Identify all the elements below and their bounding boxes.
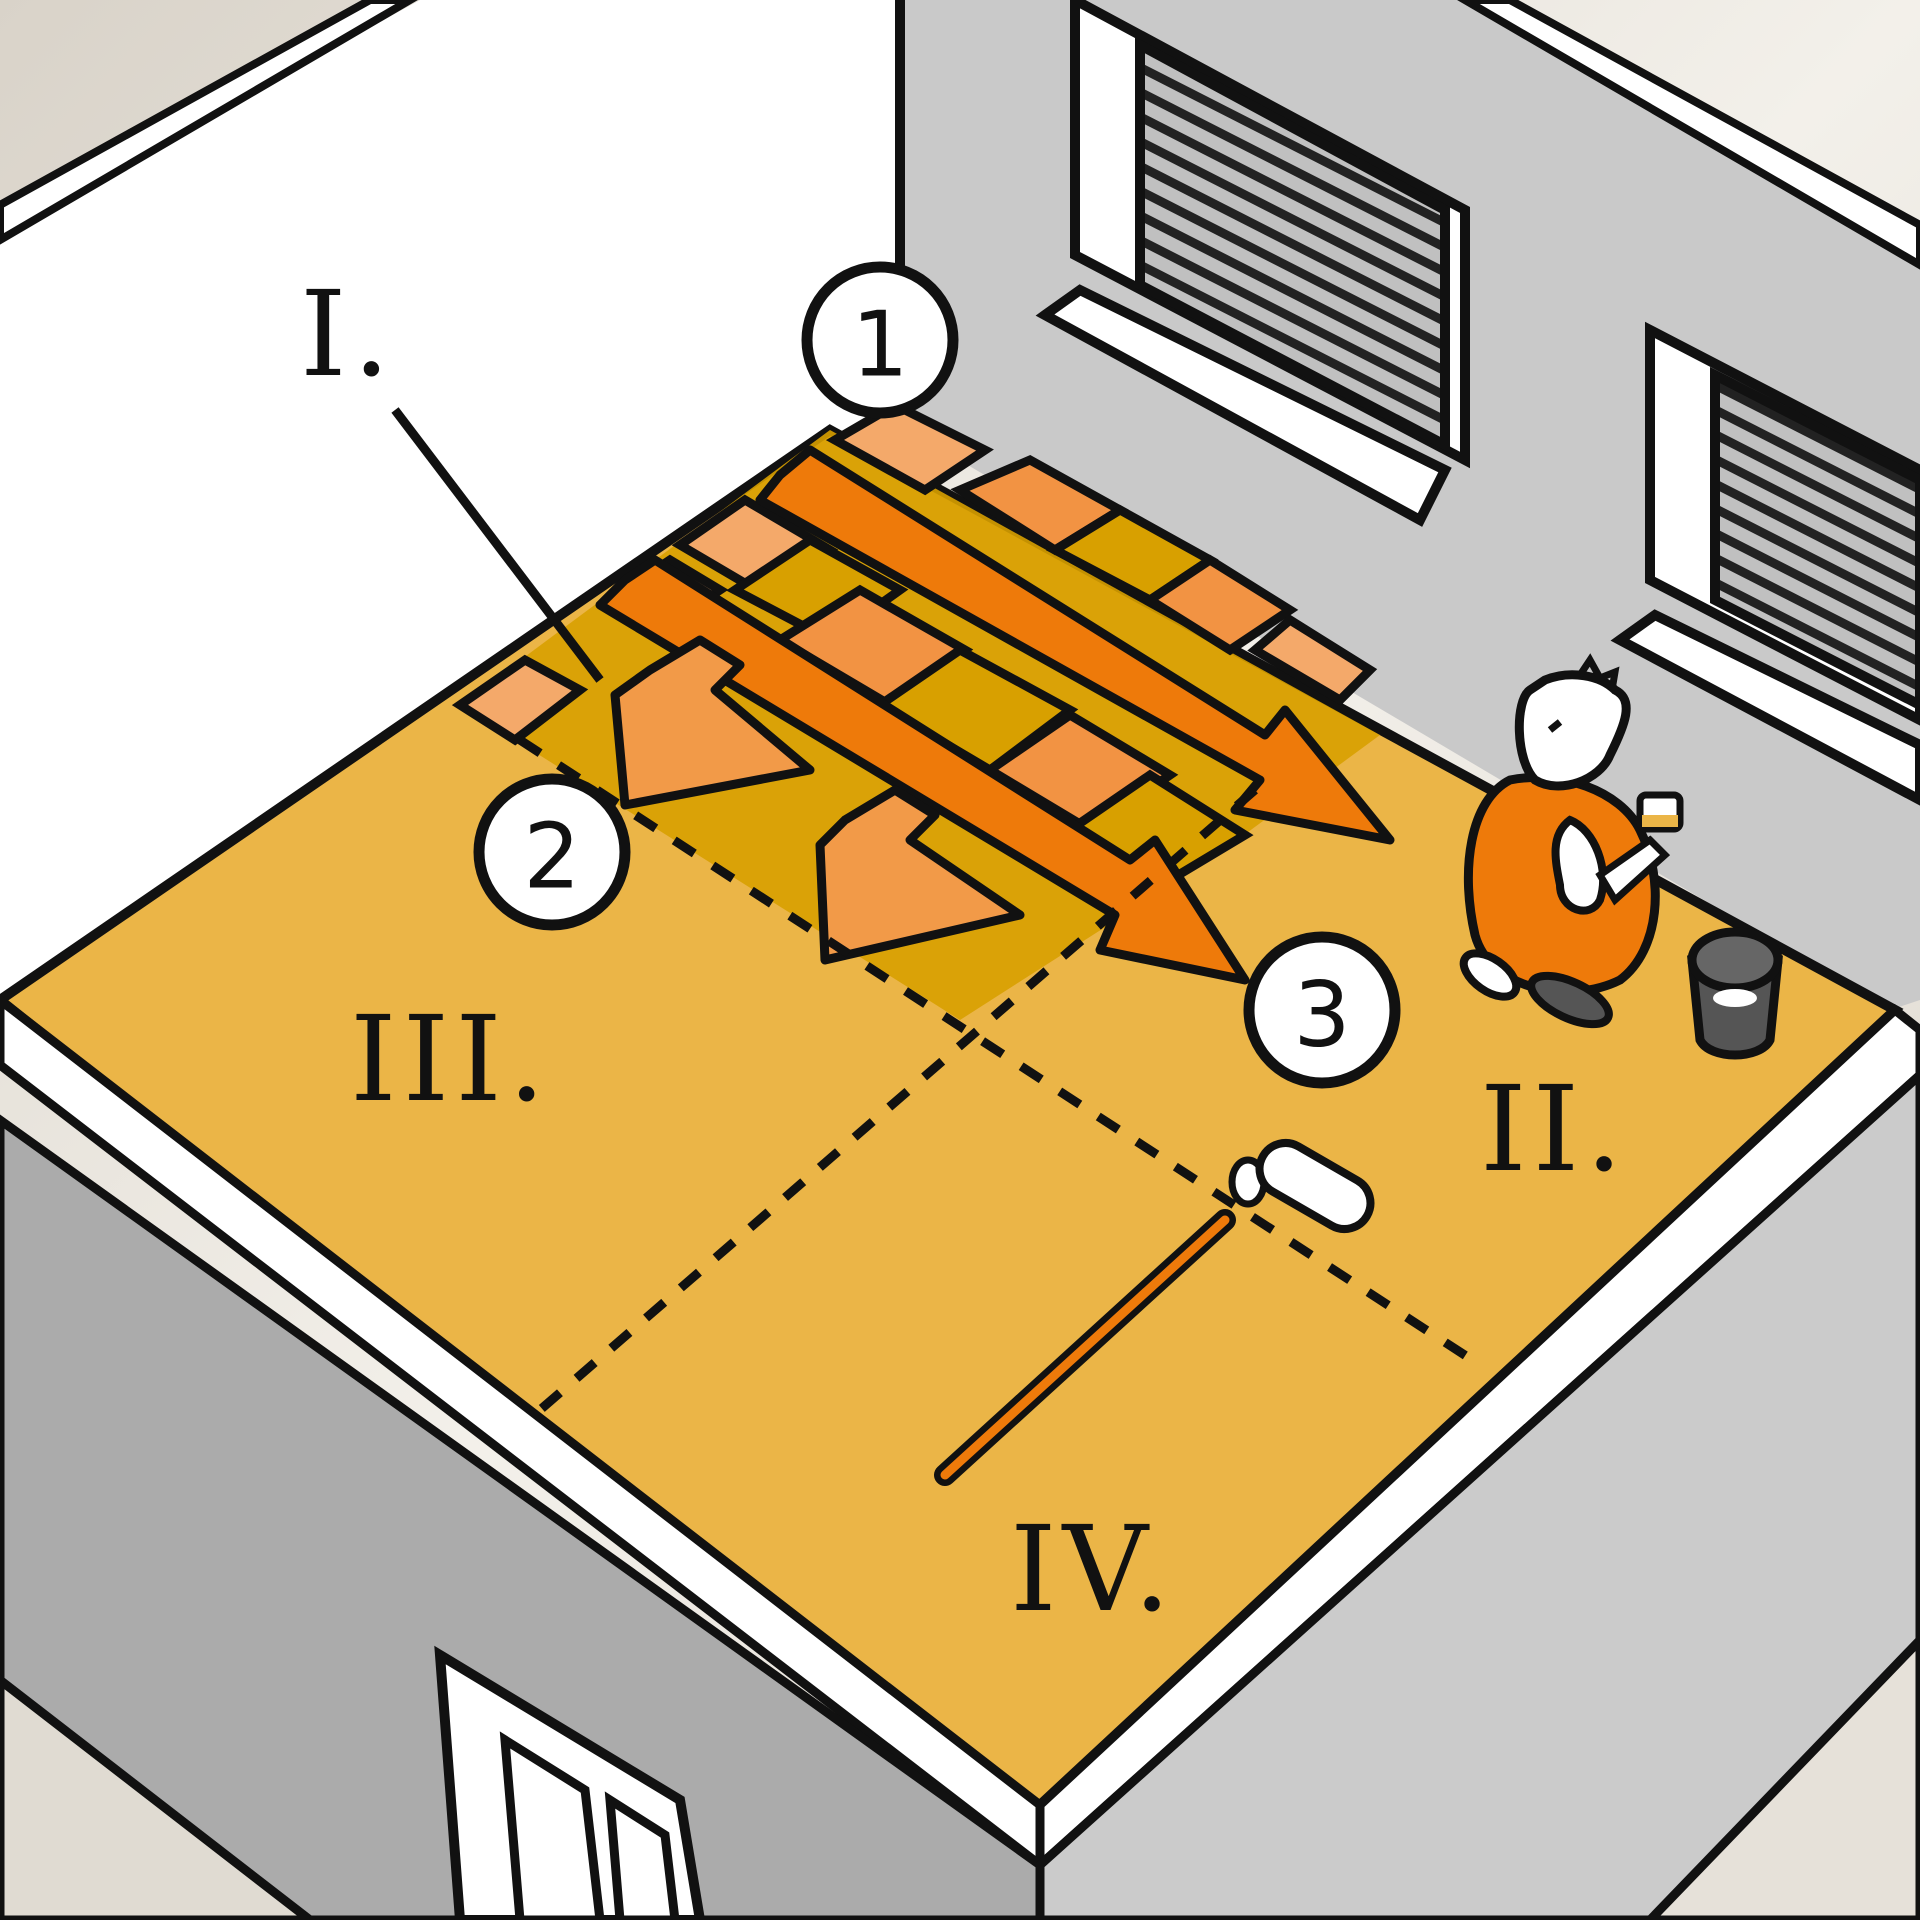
right-wall-top-rim (1457, 0, 1920, 270)
window-1 (1035, 0, 1470, 527)
ground-right (1643, 1633, 1920, 1920)
section-label-I: I. (300, 265, 396, 403)
step-marker-1: 1 (801, 261, 959, 419)
step-marker-2: 2 (473, 773, 631, 931)
step-number-3: 3 (1293, 963, 1350, 1068)
section-label-II: II. (1480, 1060, 1629, 1198)
section-label-IV: IV. (1010, 1500, 1177, 1638)
window-2 (1610, 321, 1920, 806)
paint-roller (934, 1139, 1375, 1486)
window-1-sill (1035, 284, 1452, 527)
left-inner-wall (0, 0, 900, 1000)
front-left-wall-face (0, 1114, 1045, 1920)
arrow-row-2 (595, 555, 1250, 985)
step-marker-3: 3 (1243, 931, 1401, 1089)
step-number-2: 2 (523, 805, 580, 910)
ground-left (0, 1674, 318, 1920)
arrow-row-1 (755, 445, 1395, 845)
section-dividers (517, 736, 1483, 1414)
bucket (1687, 927, 1783, 1060)
front-right-wall-face (1035, 1068, 1920, 1920)
door (434, 1645, 706, 1920)
label-I-leader (391, 407, 604, 683)
step-number-1: 1 (851, 293, 908, 398)
left-wall-top-rim (0, 0, 418, 245)
window-2-sill (1610, 609, 1920, 806)
worker-figure (1459, 653, 1684, 1029)
arrow-step-2b (815, 785, 1025, 965)
section-label-III: III. (350, 990, 551, 1128)
arrow-step-2a (610, 635, 815, 810)
